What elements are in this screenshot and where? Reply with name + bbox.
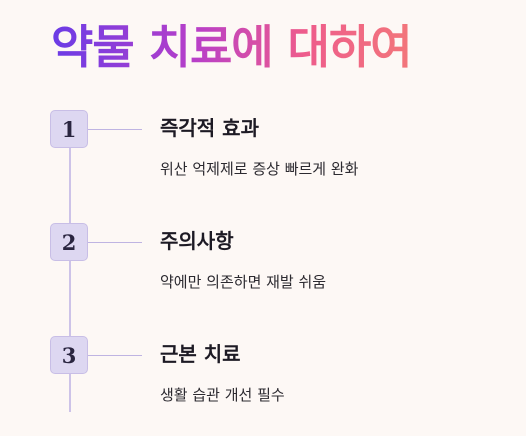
step-2: 2 주의사항 약에만 의존하면 재발 쉬움 — [0, 223, 526, 313]
step-number-badge: 1 — [50, 110, 88, 148]
step-connector — [88, 129, 142, 130]
step-title: 즉각적 효과 — [160, 116, 259, 140]
timeline-line — [69, 148, 71, 412]
step-3: 3 근본 치료 생활 습관 개선 필수 — [0, 336, 526, 426]
step-connector — [88, 242, 142, 243]
step-description: 약에만 의존하면 재발 쉬움 — [160, 273, 327, 291]
page-title: 약물 치료에 대하여 — [51, 14, 413, 80]
step-number-badge: 2 — [50, 223, 88, 261]
step-title: 주의사항 — [160, 229, 234, 253]
step-description: 생활 습관 개선 필수 — [160, 386, 285, 404]
step-connector — [88, 355, 142, 356]
step-1: 1 즉각적 효과 위산 억제제로 증상 빠르게 완화 — [0, 110, 526, 200]
step-number-badge: 3 — [50, 336, 88, 374]
step-title: 근본 치료 — [160, 342, 241, 366]
step-description: 위산 억제제로 증상 빠르게 완화 — [160, 160, 359, 178]
